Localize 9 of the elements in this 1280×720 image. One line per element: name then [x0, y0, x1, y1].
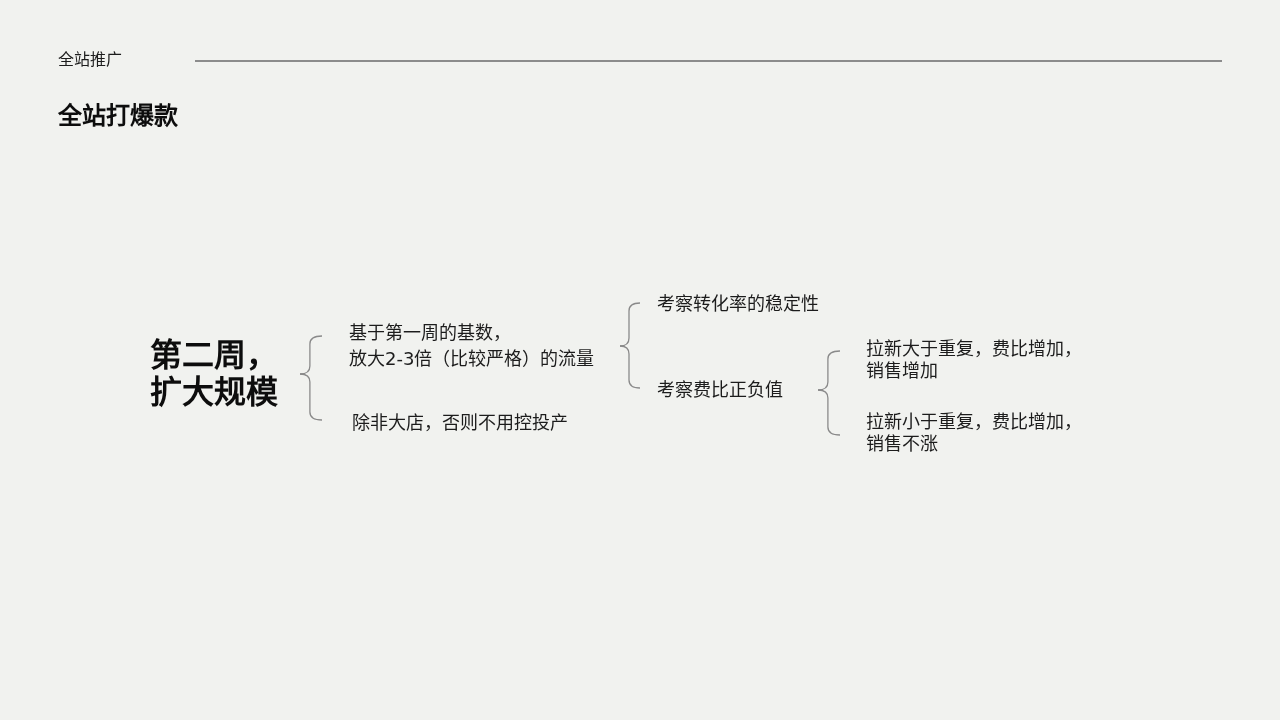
topic-text: 拉新小于重复，费比增加，销售不涨: [866, 411, 1083, 455]
section-label: 全站推广: [58, 50, 122, 70]
topic-text: 除非大店，否则不用控投产: [352, 411, 569, 435]
topic-text: 基于第一周的基数，放大2-3倍（比较严格）的流量: [349, 321, 596, 371]
topic-heading: 第二周，扩大规模: [150, 337, 279, 411]
page-title: 全站打爆款: [58, 102, 178, 130]
topic-text: 拉新大于重复，费比增加，销售增加: [866, 338, 1083, 382]
topic-text: 考察转化率的稳定性: [657, 292, 820, 316]
topic-text: 考察费比正负值: [657, 378, 784, 402]
